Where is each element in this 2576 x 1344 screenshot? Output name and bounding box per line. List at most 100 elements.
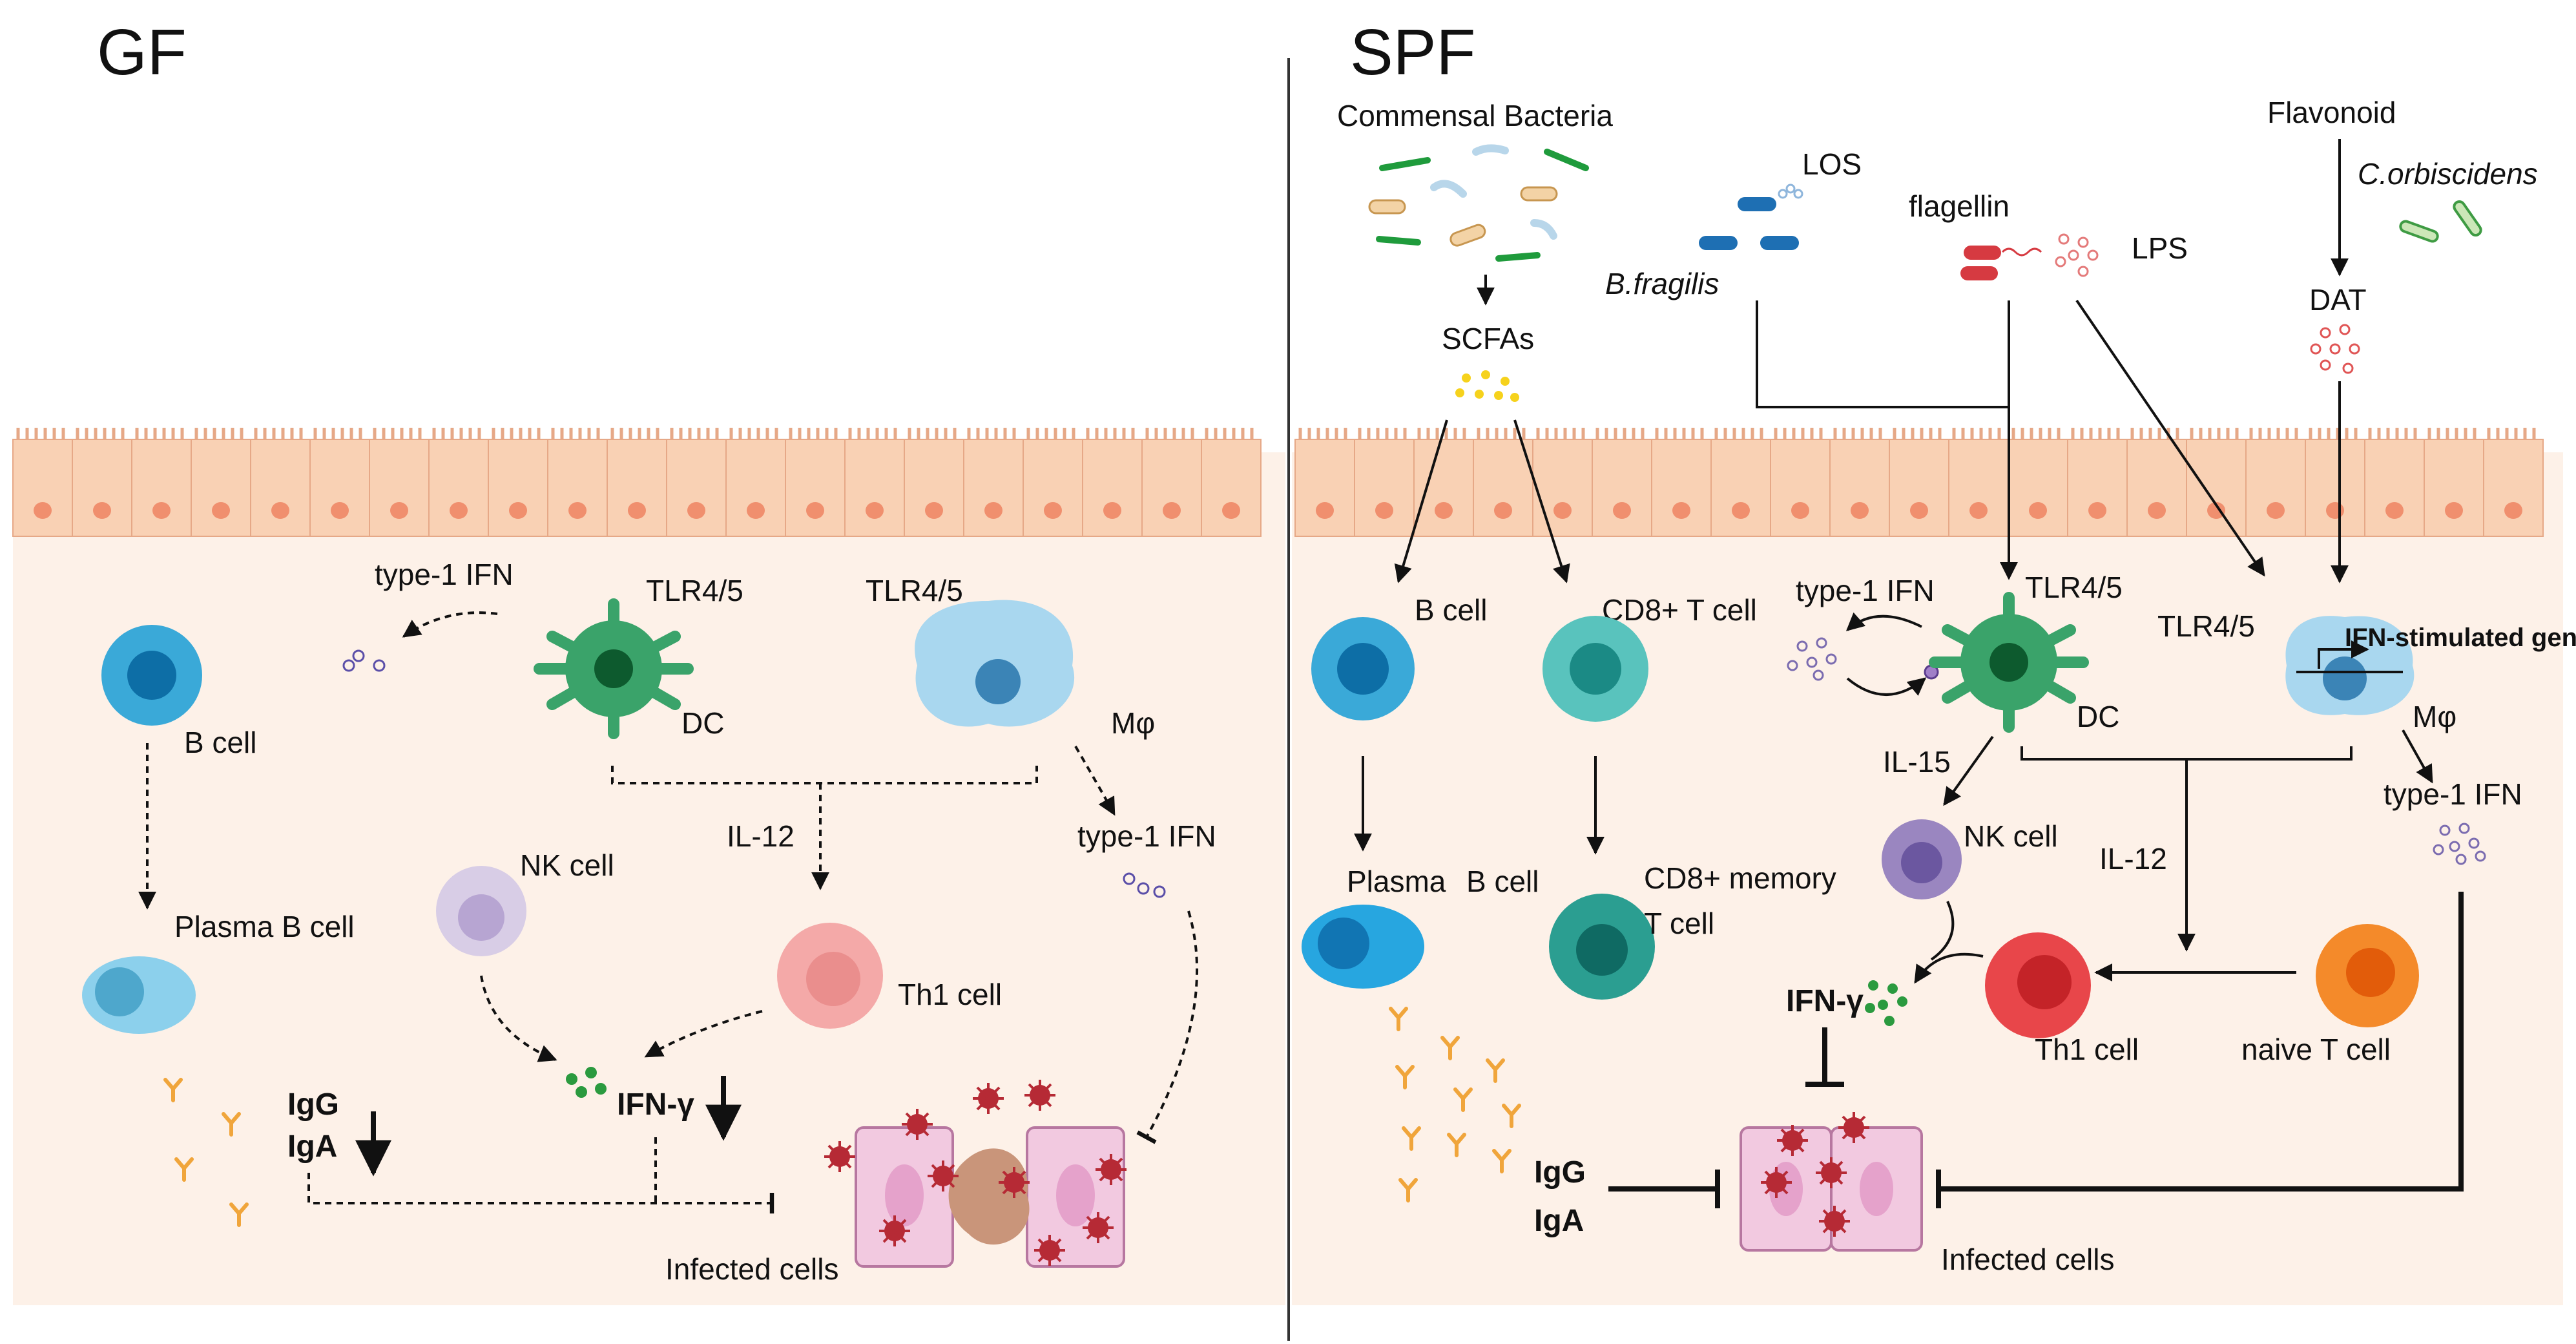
epithelial-nucleus bbox=[2148, 502, 2166, 519]
spf-plasma-label: Plasma bbox=[1347, 865, 1446, 898]
gf-type1-ifn-dots-right bbox=[1123, 872, 1166, 898]
epithelial-nucleus bbox=[390, 502, 408, 519]
epithelial-cell bbox=[785, 439, 846, 537]
epithelial-cell bbox=[1532, 439, 1593, 537]
gf-ig-inhibit-line bbox=[307, 1173, 774, 1213]
spf-cd8-t-cell bbox=[1542, 616, 1648, 722]
spf-ifn-inhibit-infected bbox=[1941, 892, 2464, 1192]
spf-plasma-b-cell bbox=[1302, 905, 1424, 989]
spf-t-cell-label: T cell bbox=[1644, 907, 1714, 940]
spf-mphi-label: Mφ bbox=[2413, 700, 2457, 733]
spf-type1-ifn-left-label: type-1 IFN bbox=[1796, 574, 1935, 607]
spf-panel: SPF Commensal Bacteria SCFAs LOS bbox=[1292, 16, 2576, 1305]
spf-dendritic-cell bbox=[1929, 592, 2089, 733]
gf-arrow-nk-to-ifn bbox=[480, 975, 557, 1062]
gf-ifn-gamma-label: IFN-γ bbox=[617, 1087, 694, 1122]
epithelial-nucleus bbox=[331, 502, 349, 519]
epithelial-cell bbox=[1141, 439, 1202, 537]
epithelial-cell bbox=[2364, 439, 2425, 537]
gf-infected-cells-label: Infected cells bbox=[665, 1252, 838, 1286]
spf-b-cell2-label: B cell bbox=[1466, 865, 1539, 898]
gf-nk-cell bbox=[436, 866, 526, 956]
spf-line-bfragilis-to-dc bbox=[1756, 300, 2009, 408]
epithelial-nucleus bbox=[1791, 502, 1809, 519]
spf-scfa-dots bbox=[1455, 370, 1519, 402]
epithelial-cell bbox=[1082, 439, 1143, 537]
epithelial-cell bbox=[2008, 439, 2068, 537]
gf-type1-ifn-right-label: type-1 IFN bbox=[1077, 819, 1216, 853]
epithelial-nucleus bbox=[1375, 502, 1393, 519]
epithelial-nucleus bbox=[93, 502, 111, 519]
epithelial-nucleus bbox=[2207, 502, 2225, 519]
spf-dat-label: DAT bbox=[2309, 283, 2367, 317]
epithelial-nucleus bbox=[1851, 502, 1869, 519]
spf-arrow-dc-to-nk bbox=[1943, 735, 1994, 806]
spf-scfas-label: SCFAs bbox=[1442, 322, 1534, 355]
spf-ifn-gamma-label: IFN-γ bbox=[1786, 984, 1864, 1018]
epithelial-nucleus bbox=[2445, 502, 2463, 519]
gf-ifn-gamma-dots bbox=[566, 1067, 607, 1098]
epithelial-cell bbox=[1948, 439, 2009, 537]
spf-commensal-bacteria-icons bbox=[1368, 144, 1589, 262]
epithelial-nucleus bbox=[687, 502, 705, 519]
epithelial-nucleus bbox=[1163, 502, 1181, 519]
epithelial-cell bbox=[2067, 439, 2128, 537]
gf-b-cell-label: B cell bbox=[184, 726, 256, 759]
gf-mphi-label: Mφ bbox=[1111, 706, 1155, 740]
gf-panel: GF B cell Plasma B cell IgG IgA type-1 I… bbox=[12, 16, 1285, 1305]
epithelial-nucleus bbox=[1316, 502, 1334, 519]
spf-lps-dots bbox=[2055, 233, 2099, 277]
epithelial-cell bbox=[1201, 439, 1262, 537]
epithelial-nucleus bbox=[1613, 502, 1631, 519]
epithelial-nucleus bbox=[747, 502, 765, 519]
spf-c-orbiscidens-label: C.orbiscidens bbox=[2358, 157, 2538, 191]
epithelial-cell bbox=[2305, 439, 2365, 537]
gf-plasma-b-cell bbox=[82, 956, 196, 1034]
epithelial-nucleus bbox=[1732, 502, 1750, 519]
epithelial-nucleus bbox=[806, 502, 824, 519]
epithelial-cell bbox=[844, 439, 905, 537]
spf-macrophage bbox=[2285, 616, 2415, 715]
epithelial-nucleus bbox=[450, 502, 468, 519]
epithelial-cell bbox=[2424, 439, 2484, 537]
epithelial-cell bbox=[1710, 439, 1771, 537]
spf-cd8-memory-label: CD8+ memory bbox=[1644, 861, 1836, 895]
gf-infected-cells bbox=[823, 1078, 1128, 1268]
gf-type1-ifn-top-label: type-1 IFN bbox=[375, 558, 514, 591]
epithelial-cell bbox=[428, 439, 489, 537]
epithelial-cell bbox=[1770, 439, 1831, 537]
epithelial-nucleus bbox=[2326, 502, 2344, 519]
spf-dat-dots bbox=[2310, 324, 2360, 374]
spf-epithelium bbox=[1294, 428, 2544, 537]
gf-arrow-dc-to-ifn bbox=[402, 611, 498, 638]
spf-b-cell-label: B cell bbox=[1415, 593, 1487, 627]
epithelial-cell bbox=[1829, 439, 1890, 537]
epithelial-nucleus bbox=[2029, 502, 2047, 519]
epithelial-cell bbox=[131, 439, 192, 537]
epithelial-nucleus bbox=[1494, 502, 1512, 519]
epithelial-cell bbox=[963, 439, 1024, 537]
epithelial-cell bbox=[725, 439, 786, 537]
spf-nk-cell-label: NK cell bbox=[1964, 819, 2058, 853]
spf-infected-cells bbox=[1740, 1111, 1923, 1252]
gf-type1-ifn-dots-top bbox=[342, 649, 386, 672]
epithelial-nucleus bbox=[34, 502, 52, 519]
gf-ifn-inhibit-infected bbox=[1136, 910, 1199, 1144]
spf-flagellin-icons bbox=[1960, 246, 2042, 280]
epithelial-cell bbox=[666, 439, 727, 537]
epithelial-nucleus bbox=[212, 502, 230, 519]
epithelial-nucleus bbox=[1222, 502, 1240, 519]
spf-arrow-scfas-to-b bbox=[1394, 419, 1448, 583]
spf-flagellin-label: flagellin bbox=[1909, 189, 2010, 223]
spf-isg-arrow bbox=[2318, 640, 2369, 669]
epithelial-cell bbox=[2126, 439, 2187, 537]
epithelial-cell bbox=[2483, 439, 2544, 537]
epithelial-cell bbox=[607, 439, 667, 537]
gf-arrow-mphi-to-ifn bbox=[1074, 745, 1116, 816]
gf-tlr-mphi-label: TLR4/5 bbox=[866, 574, 963, 607]
spf-infected-cells-label: Infected cells bbox=[1941, 1243, 2114, 1276]
spf-nk-cell bbox=[1882, 819, 1962, 899]
spf-b-cell bbox=[1311, 617, 1415, 720]
epithelial-cell bbox=[2245, 439, 2306, 537]
